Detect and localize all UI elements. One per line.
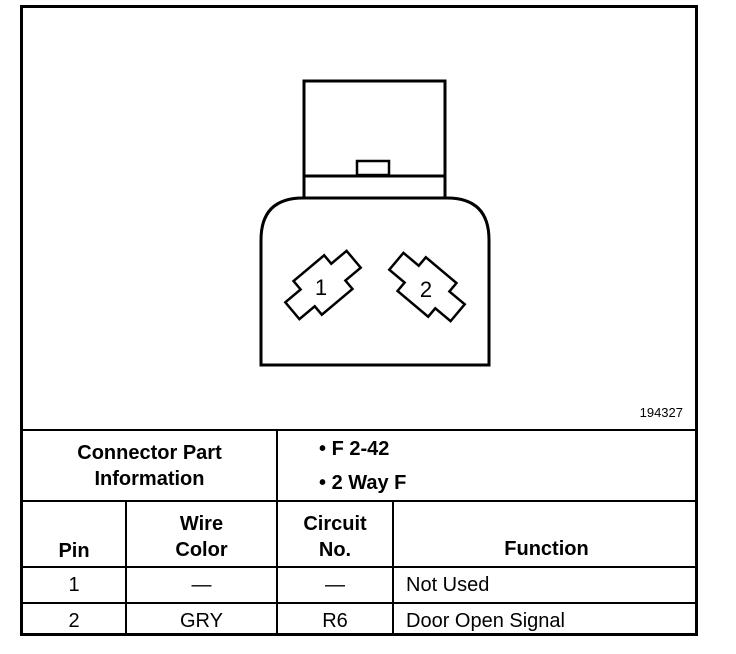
col-divider-circuit (392, 500, 394, 636)
figure-id: 194327 (639, 405, 683, 420)
part-info-list: • F 2-42 • 2 Way F (319, 432, 689, 500)
header-circuit-line2: No. (318, 539, 352, 561)
part-info-divider (276, 429, 278, 502)
part-info-label-line2: Information (94, 468, 205, 490)
row1-wire-color: — (191, 574, 212, 596)
cavity-2-label: 2 (420, 277, 432, 302)
cavity-1-label: 1 (315, 275, 327, 300)
part-info-bullet-text: 2 Way F (331, 472, 407, 494)
cavity-2-terminal (387, 251, 467, 323)
header-bottom-border (23, 566, 695, 568)
header-function: Function (504, 538, 589, 560)
table-top-border (23, 429, 695, 431)
header-wire-color: Wire Color (127, 511, 276, 563)
header-circuit-line1: Circuit (303, 513, 367, 535)
row2-pin: 2 (68, 610, 80, 632)
row-divider (23, 602, 695, 604)
part-info-bottom-border (23, 500, 695, 502)
row2-function: Door Open Signal (406, 610, 565, 632)
connector-diagram-frame: 1 2 194327 Connector Part Information • … (20, 5, 698, 636)
row2-wire-color: GRY (180, 610, 223, 632)
row1-pin: 1 (68, 574, 80, 596)
row2-circuit: R6 (322, 610, 348, 632)
col-divider-wire (276, 500, 278, 636)
cavity-1-terminal (283, 249, 363, 321)
part-info-bullet-text: F 2-42 (331, 438, 390, 460)
latch-tab (355, 159, 391, 177)
header-circuit-no: Circuit No. (278, 511, 392, 563)
row1-circuit: — (325, 574, 345, 596)
header-pin: Pin (58, 540, 90, 562)
col-divider-pin (125, 500, 127, 636)
connector-latch-housing (302, 79, 447, 200)
row1-function: Not Used (406, 574, 490, 596)
header-wire-color-line2: Color (175, 539, 228, 561)
part-info-bullet: • 2 Way F (319, 472, 407, 494)
part-info-label-line1: Connector Part (77, 442, 222, 464)
header-wire-color-line1: Wire (179, 513, 224, 535)
part-info-bullet: • F 2-42 (319, 438, 390, 460)
connector-drawing: 1 2 (259, 79, 491, 367)
part-info-label: Connector Part Information (23, 440, 276, 492)
connector-body (259, 196, 491, 367)
